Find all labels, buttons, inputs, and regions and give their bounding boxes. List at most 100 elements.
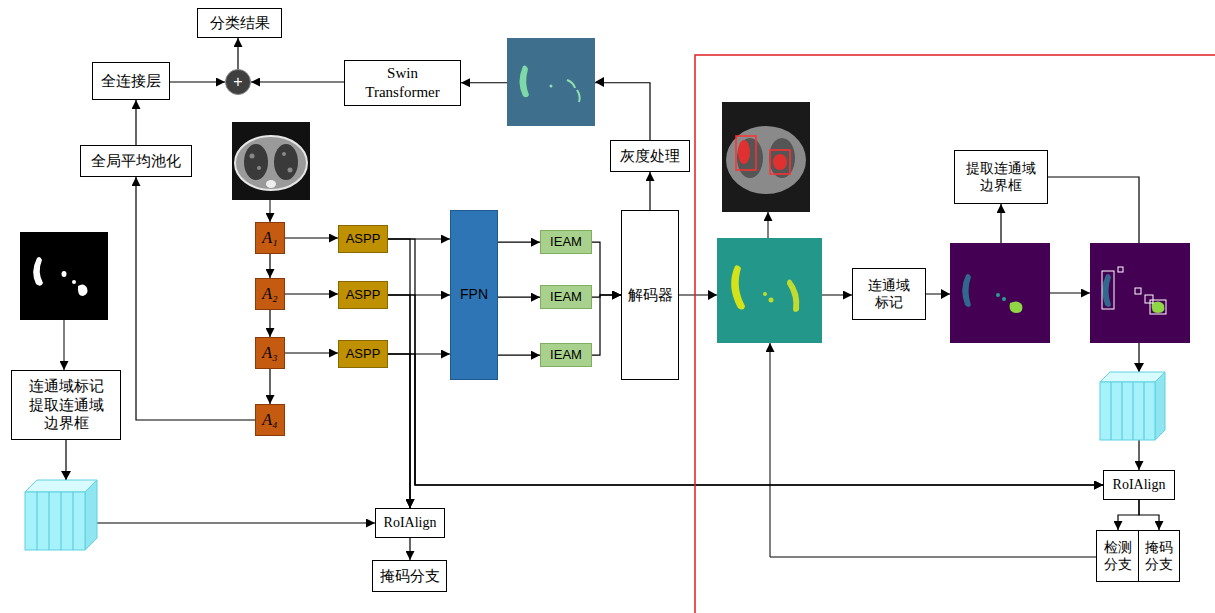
node-text: RoIAlign (1113, 476, 1166, 494)
ct-scan-image-part (232, 122, 310, 200)
stage-box: A₃ (255, 337, 285, 369)
connector-arrow (136, 177, 255, 420)
enhanced-feature-image-part (577, 90, 580, 102)
labeled-region-image-part (962, 274, 971, 307)
segmentation-output-image-part (731, 265, 745, 309)
labeled-region-image-part (1010, 301, 1023, 313)
node-text: 全连接层 (101, 72, 161, 91)
enhanced-feature-image-part (567, 80, 575, 88)
node-text: 掩码 分支 (1142, 539, 1176, 574)
node-text: A₄ (262, 410, 277, 430)
ct-detection-image-part (770, 150, 790, 174)
node-text: 连通域 标记 (857, 277, 921, 312)
arrowhead (708, 290, 717, 300)
ct-scan-image-part (288, 168, 293, 173)
process-box: 连通域标记 提取连通域 边界框 (11, 370, 121, 440)
bounding-box-image-part (1102, 271, 1114, 309)
mask-image-part (20, 232, 108, 320)
decoder-box: 解码器 (621, 210, 679, 380)
node-text: Swin Transformer (357, 64, 448, 102)
output-box: 分类结果 (197, 8, 282, 38)
bounding-box-image-part (1102, 274, 1111, 307)
node-text: RoIAlign (384, 514, 437, 532)
node-text: ASPP (346, 346, 381, 362)
attention-box: IEAM (540, 343, 592, 367)
roialign-box: RoIAlign (1103, 470, 1175, 500)
stage-box: A₄ (255, 404, 285, 436)
feature-stack-part (1133, 382, 1134, 440)
bounding-box-image-part (1145, 295, 1153, 303)
aspp-box: ASPP (338, 281, 388, 309)
connector-arrow (135, 100, 136, 145)
ct-scan-image-part (274, 144, 298, 180)
aspp-box: ASPP (338, 225, 388, 253)
connector-arrow (388, 354, 410, 508)
process-box: 连通域 标记 (852, 268, 926, 320)
segmentation-output-image-part (769, 298, 774, 303)
region-border (695, 55, 1215, 613)
process-box: Swin Transformer (344, 60, 461, 106)
bounding-box-image-part (1135, 288, 1141, 294)
bounding-box-image-part (1152, 301, 1165, 313)
segmentation-output-image-part (787, 280, 799, 313)
segmentation-output-image-part (763, 292, 767, 296)
bounding-box-image-part (1118, 267, 1123, 272)
connector-arrow (498, 355, 540, 356)
ct-scan-image-part (266, 180, 276, 188)
connector-arrow (498, 242, 540, 243)
feature-stack-part (1122, 382, 1123, 440)
attention-box: IEAM (540, 230, 592, 254)
node-text: A₃ (262, 343, 277, 363)
flow-arrow (64, 320, 65, 370)
branch-box: 掩码分支 (372, 560, 447, 592)
node-text: 灰度处理 (620, 147, 680, 166)
node-text: FPN (460, 286, 488, 304)
arrowhead (1134, 363, 1144, 372)
feature-stack-part (49, 492, 50, 550)
connector-arrow (592, 242, 621, 295)
flow-arrow (1050, 293, 1090, 294)
node-text: 解码器 (628, 286, 673, 305)
connector-arrow (269, 369, 270, 404)
ct-detection-image-part (722, 102, 810, 212)
ct-detection-image-part (773, 154, 787, 170)
ct-detection-image-part (726, 126, 806, 194)
connector-arrow (237, 38, 238, 69)
feature-stack-part (1144, 382, 1145, 440)
roialign-box: RoIAlign (375, 508, 445, 538)
enhanced-feature-image-part (507, 38, 595, 126)
bounding-box-image-part (1150, 300, 1166, 314)
node-text: IEAM (550, 234, 582, 250)
enhanced-feature-image-part (520, 65, 530, 97)
ct-detection-image (722, 102, 810, 212)
process-box: 灰度处理 (610, 140, 690, 172)
arrowhead (941, 289, 950, 299)
enhanced-feature-image (507, 38, 595, 126)
mask-image-part (78, 284, 88, 296)
enhanced-feature-image-part (550, 85, 553, 88)
labeled-region-image (950, 243, 1050, 343)
feature-stack-part (1100, 382, 1155, 440)
feature-stack-part (1100, 372, 1165, 382)
node-text: IEAM (550, 347, 582, 363)
feature-stack-part (73, 492, 74, 550)
flow-arrow (270, 200, 271, 222)
process-box: 全连接层 (92, 62, 170, 100)
mask-image-part (72, 280, 76, 284)
fpn-box: FPN (450, 210, 498, 380)
process-box: 提取连通域 边界框 (954, 150, 1048, 204)
connector-arrow (269, 310, 270, 337)
labeled-region-image-part (950, 243, 1050, 343)
connector-arrow (1118, 500, 1139, 530)
ct-detection-image-part (738, 140, 750, 164)
labeled-region-image-part (996, 293, 1000, 297)
connector-arrow (1139, 500, 1159, 530)
branch-box: 检测 分支 (1096, 530, 1140, 582)
connector-arrow (592, 295, 621, 355)
ct-detection-image-part (737, 138, 763, 178)
connector-arrow (388, 295, 410, 508)
connector-arrow (170, 81, 225, 82)
feature-stack-part (1111, 382, 1112, 440)
node-text: 检测 分支 (1100, 539, 1136, 574)
feature-stack-part (37, 492, 38, 550)
